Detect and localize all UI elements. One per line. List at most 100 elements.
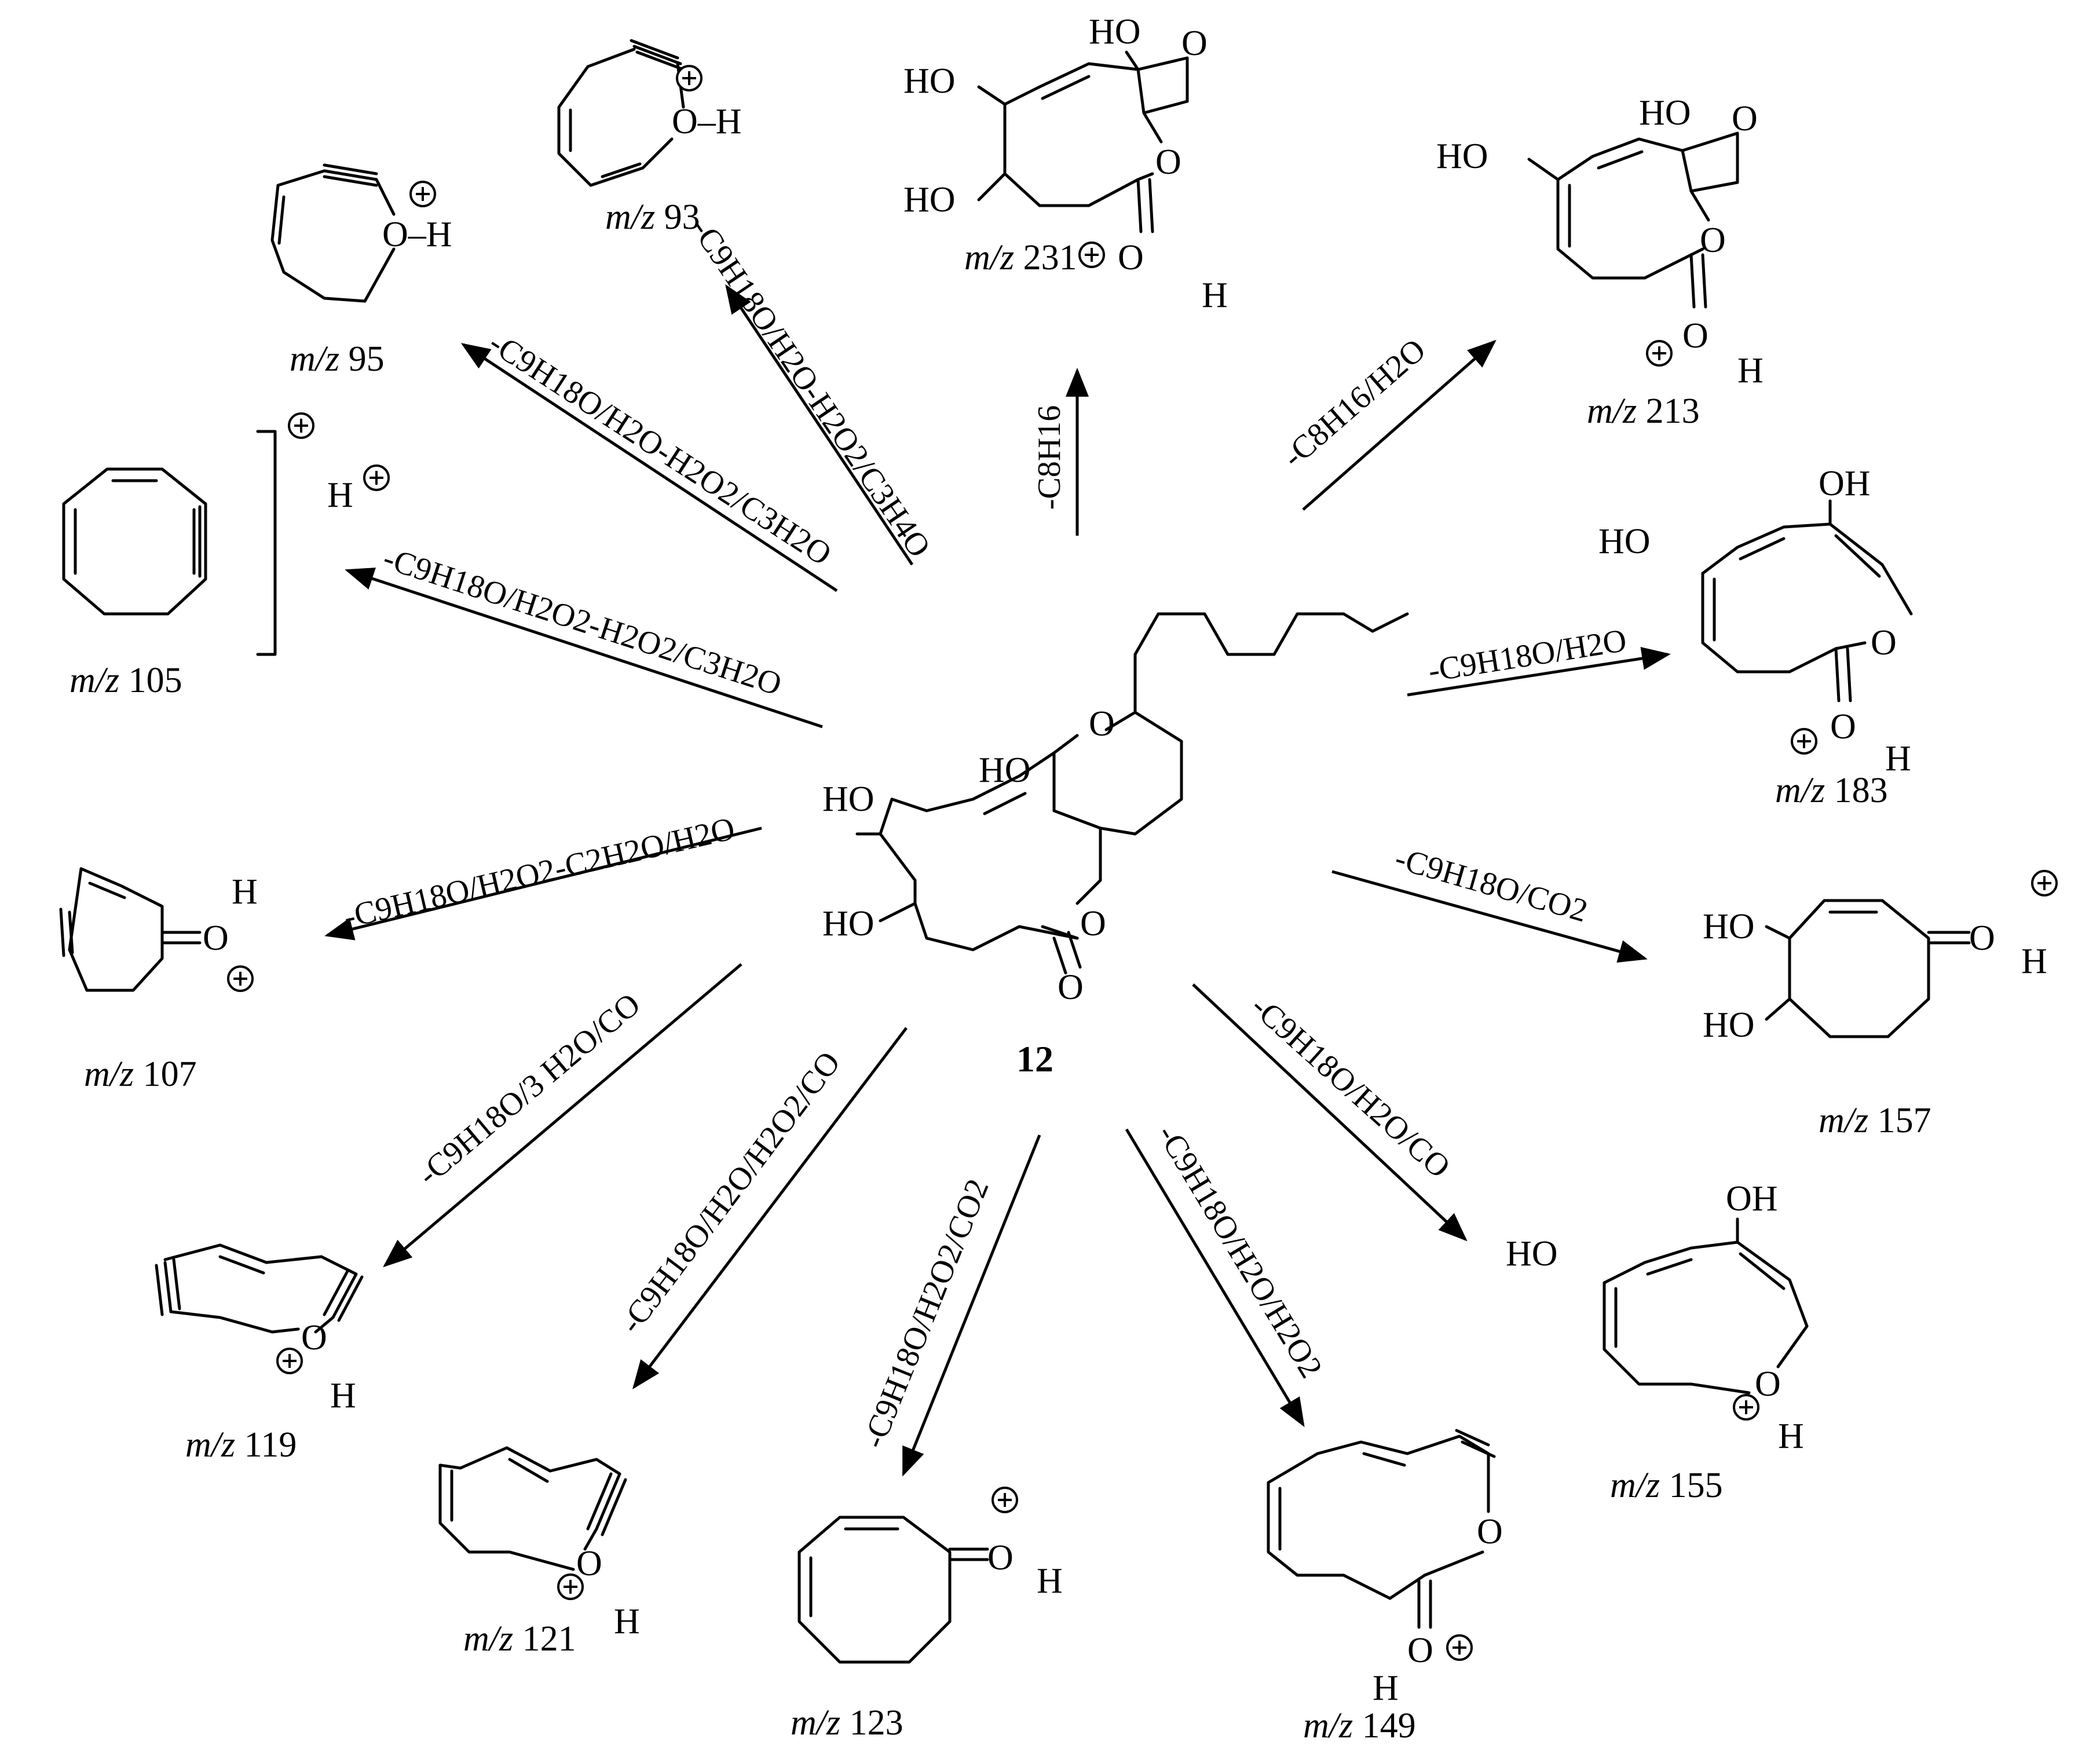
mz-213-charge: [1646, 340, 1673, 367]
svg-text:m/z 105: m/z 105: [69, 661, 182, 700]
arrow-mz-95: [460, 343, 838, 592]
arrow-mz-183: [1407, 647, 1671, 697]
arrow-mz-155: [1192, 983, 1468, 1242]
mz-149-carbonyl-oxygen: O: [1407, 1631, 1433, 1670]
svg-text:m/z 121: m/z 121: [463, 1619, 576, 1659]
svg-text:m/z 93: m/z 93: [605, 197, 700, 237]
mz-213-ester-oxygen: O: [1700, 221, 1726, 260]
mz-213-hydroxy: HO: [1436, 137, 1488, 176]
mz-123-hydrogen: H: [1037, 1561, 1063, 1601]
compound-12-hydroxy-hemiketal: HO: [979, 751, 1031, 790]
loss-label-mz-121: -C9H18O/H2O/H2O2/CO: [613, 1045, 847, 1340]
mz-105-charge: [288, 412, 314, 439]
mz-213-oxetane-oxygen: O: [1732, 99, 1758, 138]
arrow-mz-157: [1331, 870, 1648, 963]
loss-label-mz-93: -C9H18O/H2O-H2O2/C3H4O: [684, 212, 938, 563]
loss-label-mz-183: -C9H18O/H2O: [1426, 623, 1629, 689]
compound-12-hydroxy-upper: HO: [822, 779, 875, 819]
mz-label-123: m/z 123: [791, 1703, 903, 1743]
mz-157-hydroxy-upper: HO: [1703, 907, 1755, 946]
mz-105-hydrogen: H: [327, 475, 353, 515]
mz-231-hydroxy-lower: HO: [903, 180, 956, 219]
arrow-mz-149: [1125, 1128, 1305, 1428]
compound-12-ring-oxygen: O: [1089, 704, 1115, 744]
svg-text:m/z 213: m/z 213: [1587, 391, 1700, 431]
mz-95-oxygen-h: O–H: [382, 215, 452, 254]
loss-label-mz-123: -C9H18O/H2O2/CO2: [855, 1174, 996, 1453]
mz-label-93: m/z 93: [605, 197, 700, 237]
structure-mz-231: [977, 50, 1189, 233]
structure-mz-93: [557, 39, 685, 187]
compound-label: 12: [1016, 1038, 1053, 1079]
arrow-mz-105: [345, 568, 823, 729]
mz-231-hydroxy-top: HO: [1089, 12, 1141, 52]
mz-119-hydrogen: H: [330, 1376, 356, 1415]
mz-label-107: m/z 107: [84, 1055, 197, 1094]
mz-157-oxygen: O: [1969, 918, 1995, 958]
mz-123-oxygen: O: [987, 1538, 1014, 1578]
mz-231-hydroxy-upper: HO: [903, 61, 956, 101]
loss-label-mz-231: -C8H16: [1031, 405, 1067, 510]
structure-mz-119: [155, 1243, 364, 1334]
mz-121-hydrogen: H: [614, 1602, 640, 1641]
compound-12-ester-oxygen: O: [1080, 904, 1106, 943]
loss-label-mz-105: -C9H18O/H2O2-H2O2/C3H2O: [379, 540, 786, 702]
mz-183-ring-oxygen: O: [1871, 623, 1897, 663]
mz-183-carbonyl-oxygen: O: [1830, 707, 1856, 746]
compound-12-carbonyl-oxygen: O: [1058, 968, 1084, 1007]
mz-label-119: m/z 119: [185, 1425, 297, 1465]
mz-157-hydroxy-lower: HO: [1703, 1005, 1755, 1045]
mz-121-charge: [557, 1573, 584, 1600]
mz-93-oxygen-h: O–H: [672, 102, 742, 141]
arrow-mz-213: [1302, 339, 1497, 511]
svg-text:m/z 149: m/z 149: [1303, 1706, 1416, 1745]
mz-155-oxygen: O: [1755, 1364, 1781, 1404]
structure-mz-121: [438, 1446, 627, 1571]
svg-text:m/z 157: m/z 157: [1819, 1101, 1931, 1140]
mz-121-oxygen: O: [576, 1544, 602, 1583]
arrow-mz-93: [725, 284, 914, 566]
structure-mz-123: [797, 1516, 989, 1664]
structure-mz-149: [1267, 1429, 1496, 1629]
svg-text:m/z 107: m/z 107: [84, 1055, 197, 1094]
loss-label-mz-119: -C9H18O/3 H2O/CO: [411, 986, 647, 1192]
mz-149-hydrogen: H: [1373, 1668, 1399, 1708]
svg-text:m/z 231: m/z 231: [964, 238, 1077, 277]
mz-183-hydrogen: H: [1885, 739, 1911, 778]
mz-213-carbonyl-oxygen: O: [1682, 316, 1708, 356]
mz-label-95: m/z 95: [290, 339, 385, 379]
mz-231-oxetane-oxygen: O: [1181, 24, 1208, 63]
loss-label-mz-107: -C9H18O/H2O2-C2H2O/H2O: [341, 811, 738, 936]
mz-label-213: m/z 213: [1587, 391, 1700, 431]
mz-157-hydrogen: H: [2021, 942, 2047, 981]
mz-93-charge: [676, 65, 703, 92]
mz-label-155: m/z 155: [1610, 1466, 1723, 1505]
mz-183-hydroxy: HO: [1598, 522, 1651, 561]
structure-mz-183: [1701, 499, 1913, 702]
mz-213-hydroxy-top: HO: [1639, 93, 1691, 133]
mz-183-charge: [1791, 728, 1817, 755]
mz-107-hydrogen: H: [232, 872, 258, 912]
mz-95-charge: [409, 181, 436, 207]
svg-text:m/z 123: m/z 123: [791, 1703, 903, 1743]
mz-183-hydroxy-top: OH: [1819, 464, 1871, 503]
svg-text:m/z 95: m/z 95: [290, 339, 385, 379]
mz-label-231: m/z 231: [964, 238, 1077, 277]
mz-label-157: m/z 157: [1819, 1101, 1931, 1140]
mz-label-121: m/z 121: [463, 1619, 576, 1659]
mz-123-charge: [992, 1487, 1018, 1513]
svg-text:m/z 155: m/z 155: [1610, 1466, 1723, 1505]
structure-mz-213: [1527, 131, 1739, 309]
arrow-mz-107: [324, 826, 762, 940]
mz-107-oxygen: O: [203, 918, 229, 958]
mz-155-hydroxy-top: OH: [1726, 1179, 1778, 1218]
arrow-mz-121: [632, 1027, 908, 1389]
mz-231-charge: [1078, 241, 1105, 268]
loss-label-mz-213: -C8H16/H2O: [1276, 332, 1433, 475]
mz-155-hydroxy: HO: [1506, 1234, 1558, 1273]
loss-label-mz-149: -C9H18O/H2O/H2O2: [1150, 1118, 1330, 1384]
structure-mz-95: [270, 163, 396, 303]
mz-119-oxygen: O: [301, 1318, 327, 1357]
structure-mz-105: [62, 430, 277, 656]
